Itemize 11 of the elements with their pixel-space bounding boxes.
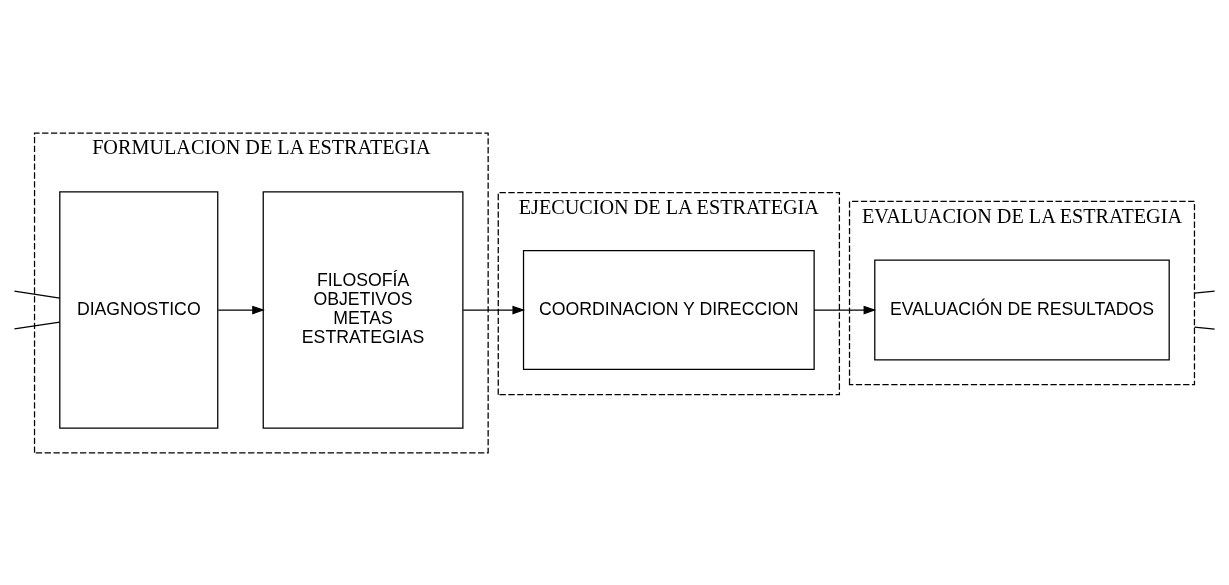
node-box: COORDINACION Y DIRECCION — [522, 249, 815, 370]
connector — [13, 290, 61, 299]
arrow — [462, 305, 526, 314]
connector — [1193, 289, 1216, 294]
connector — [13, 320, 61, 330]
connector — [1193, 325, 1216, 330]
node-box: DIAGNOSTICO — [59, 190, 219, 429]
node-box: FILOSOFÍA OBJETIVOS METAS ESTRATEGIAS — [262, 190, 464, 429]
arrow — [217, 305, 265, 314]
node-box: EVALUACIÓN DE RESULTADOS — [874, 259, 1170, 361]
arrow — [813, 305, 877, 314]
